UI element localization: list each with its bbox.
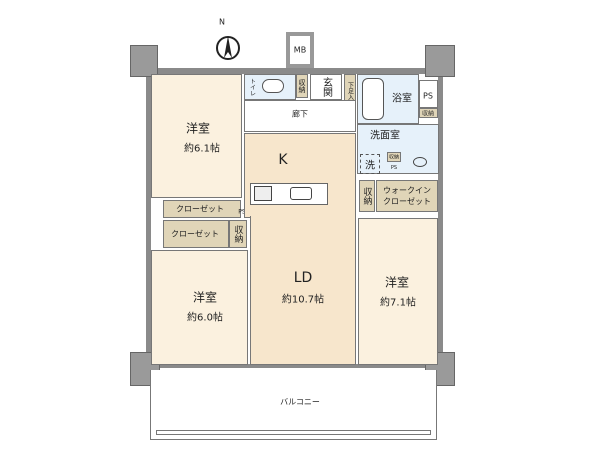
wall-left <box>146 68 151 368</box>
compass-label: N <box>219 17 225 27</box>
storage-label: 収納 <box>421 110 435 118</box>
kitchen <box>244 133 356 218</box>
entrance <box>310 74 342 100</box>
storage-label: 収納 <box>388 154 400 161</box>
storage-label: 収納 <box>298 79 306 93</box>
wall-right <box>438 68 443 368</box>
shoe-storage-label: 下足入 <box>346 82 354 100</box>
balcony-rail <box>156 430 431 435</box>
closet-label: クローゼット <box>176 204 224 214</box>
pillar <box>425 45 455 77</box>
hallway-label: 廊下 <box>292 109 308 119</box>
washer-label: 洗 <box>365 160 375 172</box>
closet-label: クローゼット <box>171 229 219 239</box>
room-size: 約7.1帖 <box>380 297 416 309</box>
storage-label: 収納 <box>361 187 372 205</box>
washroom <box>357 124 439 174</box>
wall-bottom <box>150 364 440 368</box>
balcony <box>150 370 437 440</box>
bath-label: 浴室 <box>392 93 412 105</box>
ps-label: PS <box>423 91 433 101</box>
entrance-label: 玄関 <box>320 77 332 97</box>
ps-1 <box>419 80 438 108</box>
ps-label: PS <box>238 208 246 216</box>
washroom-label: 洗面室 <box>370 130 400 142</box>
bathtub-icon <box>362 78 384 120</box>
western-room-2 <box>151 250 248 365</box>
living-dining <box>250 216 356 365</box>
room-name: 洋室 <box>384 275 410 290</box>
pillar <box>130 45 158 77</box>
toilet-icon <box>262 79 284 93</box>
room-size: 約6.0帖 <box>187 312 223 324</box>
storage-5 <box>359 180 375 212</box>
mb-label: MB <box>293 45 307 55</box>
toilet-label: トイレ <box>248 78 256 96</box>
washer-space <box>360 154 380 174</box>
sink-icon <box>290 187 312 200</box>
walk-in-closet <box>376 180 438 212</box>
compass-icon <box>216 36 240 60</box>
room-size: 約6.1帖 <box>184 143 220 155</box>
closet-1 <box>163 200 241 218</box>
ld-size: 約10.7帖 <box>281 294 325 306</box>
balcony-label: バルコニー <box>280 397 320 407</box>
ld-label: LD <box>293 270 313 286</box>
kitchen-label: K <box>278 152 288 168</box>
storage-label: 収納 <box>232 225 243 243</box>
room-name: 洋室 <box>185 121 211 136</box>
room-name: 洋室 <box>192 290 218 305</box>
meter-box <box>286 32 314 68</box>
storage-4 <box>387 152 401 162</box>
closet-2 <box>163 220 229 248</box>
wic-label: ウォークイン クローゼット <box>383 186 431 206</box>
washbasin-icon <box>413 157 427 167</box>
storage-1 <box>229 220 247 248</box>
storage-3 <box>419 108 438 118</box>
western-room-3 <box>358 218 438 365</box>
compass <box>212 30 244 62</box>
wall-top <box>150 68 440 74</box>
ps-label: PS <box>390 165 398 171</box>
western-room-1 <box>151 74 242 198</box>
hallway <box>244 100 356 132</box>
storage-2 <box>296 74 308 98</box>
toilet <box>244 74 296 100</box>
stove-icon <box>254 186 272 201</box>
